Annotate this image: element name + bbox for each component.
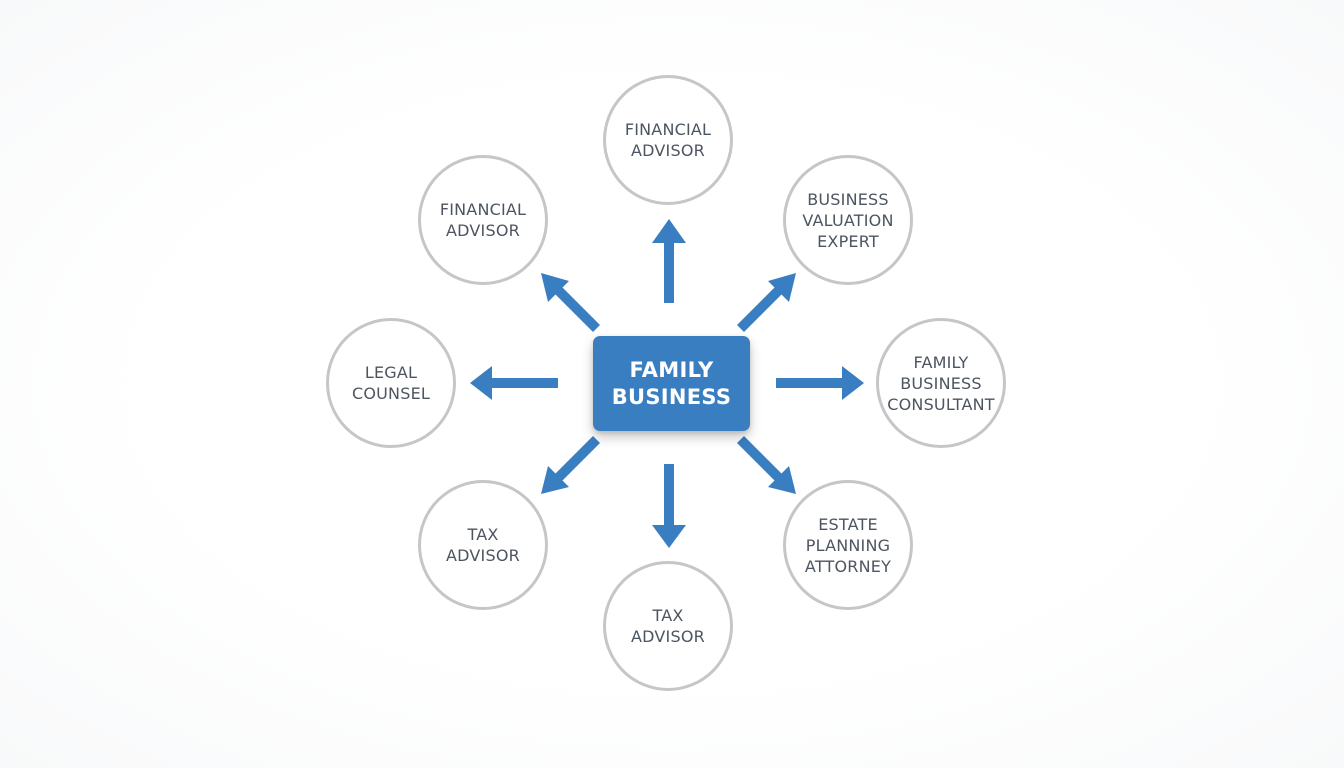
arrow-to-right [776,366,864,400]
arrow-to-bottom [652,464,686,548]
arrow-to-upper-left [541,273,600,332]
node-financial-advisor-top: FINANCIAL ADVISOR [603,75,733,205]
arrow-to-left [470,366,558,400]
node-business-valuation-expert: BUSINESS VALUATION EXPERT [783,155,913,285]
node-tax-advisor-bottom: TAX ADVISOR [603,561,733,691]
node-financial-advisor-upper-left: FINANCIAL ADVISOR [418,155,548,285]
node-estate-planning-attorney: ESTATE PLANNING ATTORNEY [783,480,913,610]
arrow-to-upper-right [737,273,796,332]
node-tax-advisor-lower-left: TAX ADVISOR [418,480,548,610]
arrow-to-top [652,219,686,303]
center-node-family-business: FAMILY BUSINESS [593,336,750,431]
arrow-to-lower-right [737,436,796,494]
node-family-business-consultant: FAMILY BUSINESS CONSULTANT [876,318,1006,448]
arrow-to-lower-left [541,436,600,494]
node-legal-counsel: LEGAL COUNSEL [326,318,456,448]
